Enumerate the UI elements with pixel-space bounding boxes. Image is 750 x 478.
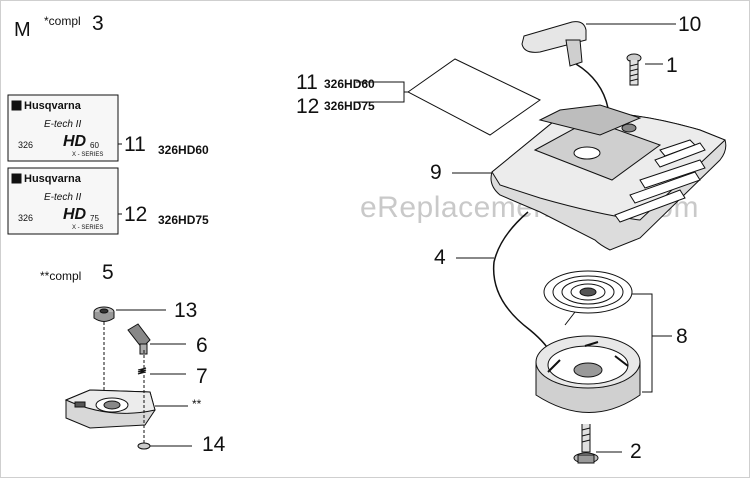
section-letter: M — [14, 19, 31, 41]
decal-code: 326 — [18, 140, 34, 150]
callout-11-right-model: 326HD60 — [324, 77, 375, 91]
decal-code: 326 — [18, 213, 34, 223]
callout-2: 2 — [630, 440, 642, 463]
starter-cover — [490, 104, 727, 251]
decal-326hd75 — [7, 167, 119, 235]
callout-11: 11 — [124, 133, 146, 156]
starter-pulley — [535, 335, 641, 413]
callout-11-right: 11 — [296, 71, 318, 94]
callout-13: 13 — [174, 299, 198, 322]
decal-326hd60 — [7, 94, 119, 162]
callout-7: 7 — [196, 365, 208, 388]
callout-12-right: 12 — [296, 95, 320, 118]
pawl-kit — [64, 306, 156, 450]
screw-1 — [626, 53, 642, 86]
callout-12-model: 326HD75 — [158, 213, 209, 227]
recoil-spring — [543, 270, 633, 326]
decal-engine: E-tech II — [44, 119, 82, 130]
decal-badge: HD — [63, 133, 87, 150]
pulley-bolt — [573, 424, 599, 464]
callout-9: 9 — [430, 161, 442, 184]
decal-engine: E-tech II — [44, 192, 82, 203]
section-compl-number: 3 — [92, 12, 104, 35]
decal-brand: Husqvarna — [24, 173, 81, 185]
instruction-sheet — [407, 58, 541, 136]
section-compl-label: *compl — [44, 14, 81, 28]
decal-series: X - SERIES — [72, 152, 104, 158]
decal-brand: Husqvarna — [24, 100, 81, 112]
callout-12-right-model: 326HD75 — [324, 99, 375, 113]
kit-asterisks: ** — [192, 397, 202, 411]
decal-badge-sub: 75 — [90, 214, 99, 223]
callout-1: 1 — [666, 54, 678, 77]
callout-12: 12 — [124, 203, 148, 226]
callout-14: 14 — [202, 433, 226, 456]
starter-handle — [521, 21, 609, 109]
starter-rope — [492, 211, 553, 357]
callout-8: 8 — [676, 325, 688, 348]
decal-series: X - SERIES — [72, 225, 104, 231]
callout-4: 4 — [434, 246, 446, 269]
callout-11-model: 326HD60 — [158, 143, 209, 157]
callout-6: 6 — [196, 334, 208, 357]
callout-10: 10 — [678, 13, 702, 36]
decal-badge-sub: 60 — [90, 141, 99, 150]
kit-number: 5 — [102, 261, 114, 284]
decal-badge: HD — [63, 206, 87, 223]
kit-compl-label: **compl — [40, 269, 82, 283]
